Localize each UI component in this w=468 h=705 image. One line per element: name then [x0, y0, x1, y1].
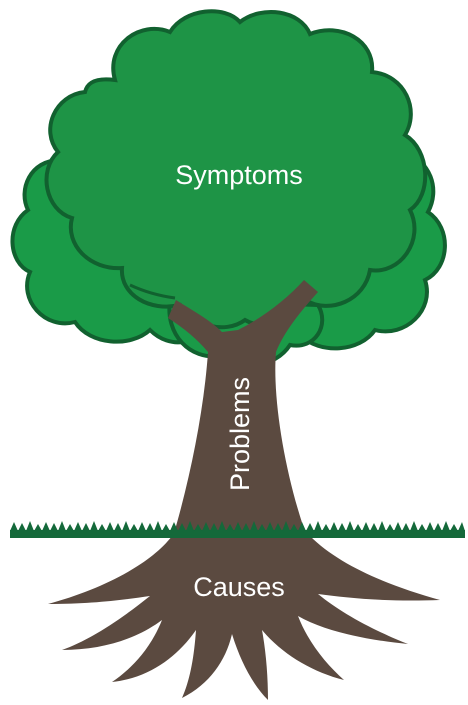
causes-label: Causes: [193, 572, 285, 602]
symptoms-label: Symptoms: [175, 160, 303, 190]
tree-roots: [48, 536, 440, 700]
grass-line: [10, 521, 465, 538]
problems-label: Problems: [225, 377, 255, 491]
grass-base: [10, 530, 465, 538]
